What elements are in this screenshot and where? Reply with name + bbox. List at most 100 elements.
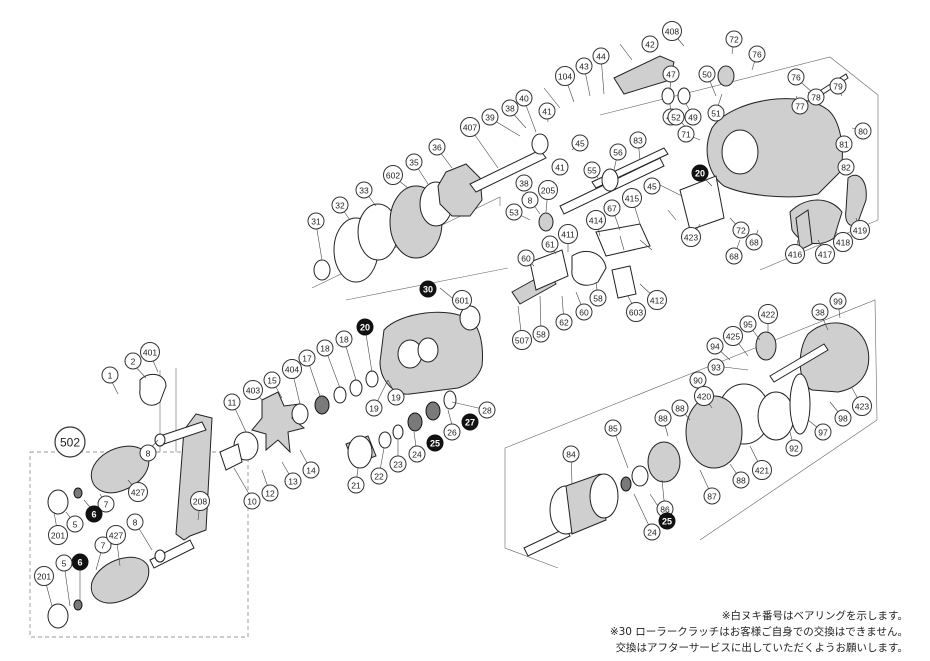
part-callout-68: 68 — [745, 233, 763, 251]
part-callout-98: 98 — [834, 409, 852, 427]
part-callout-45: 45 — [643, 177, 661, 195]
callout-number: 76 — [791, 73, 801, 83]
callout-number: 98 — [838, 414, 848, 424]
callout-circle — [34, 566, 54, 586]
callout-circle — [190, 491, 210, 511]
callout-circle — [106, 525, 126, 545]
callout-circle — [261, 484, 279, 502]
callout-number: 30 — [423, 285, 433, 295]
callout-circle — [54, 426, 86, 458]
callout-number: 87 — [707, 492, 717, 502]
callout-circle — [604, 419, 622, 437]
part-callout-403: 403 — [243, 380, 263, 400]
callout-circle — [389, 455, 407, 473]
part-callout-88: 88 — [654, 409, 672, 427]
part-callout-20: 20 — [356, 318, 374, 336]
callout-number: 408 — [665, 27, 679, 37]
callout-circle — [505, 203, 523, 221]
callout-circle — [641, 35, 659, 53]
callout-number: 40 — [519, 94, 529, 104]
callout-circle — [854, 122, 872, 140]
callout-number: 72 — [736, 226, 746, 236]
callout-circle — [703, 487, 721, 505]
callout-circle — [681, 227, 701, 247]
callout-circle — [461, 413, 479, 431]
callout-number: 84 — [566, 450, 576, 460]
callout-circle — [752, 460, 772, 480]
callout-number: 24 — [412, 450, 422, 460]
callout-circle — [647, 290, 667, 310]
clutch-yoke — [529, 249, 569, 291]
callout-number: 79 — [833, 82, 843, 92]
part-callout-43: 43 — [575, 57, 593, 75]
part-callout-40: 40 — [515, 89, 533, 107]
callout-number: 94 — [710, 342, 720, 352]
callout-number: 36 — [432, 143, 442, 153]
callout-circle — [302, 461, 320, 479]
knob-bearing-upper — [73, 487, 83, 499]
callout-number: 8 — [133, 518, 138, 528]
callout-number: 38 — [505, 104, 515, 114]
part-callout-19: 19 — [387, 388, 405, 406]
part-callout-427: 427 — [106, 525, 126, 545]
callout-number: 19 — [369, 404, 379, 414]
callout-circle — [85, 505, 103, 523]
part-callout-41: 41 — [538, 102, 556, 120]
callout-number: 92 — [789, 444, 799, 454]
callout-circle — [538, 180, 558, 200]
knob-cap-lower — [47, 603, 69, 629]
callout-number: 412 — [650, 296, 664, 306]
callout-circle — [834, 409, 852, 427]
part-callout-24: 24 — [408, 445, 426, 463]
part-callout-51: 51 — [707, 104, 725, 122]
callout-circle — [481, 108, 499, 126]
callout-number: 58 — [536, 330, 546, 340]
callout-circle — [298, 349, 316, 367]
side-plate — [799, 322, 870, 393]
callout-number: 99 — [833, 297, 843, 307]
frame-boss-2 — [417, 337, 439, 363]
part-callout-7: 7 — [97, 495, 115, 513]
part-callout-407: 407 — [460, 117, 480, 137]
part-callout-24: 24 — [643, 523, 661, 541]
callout-number: 6 — [91, 510, 96, 520]
callout-number: 68 — [749, 238, 759, 248]
part-callout-76: 76 — [748, 45, 766, 63]
part-callout-26: 26 — [443, 423, 461, 441]
callout-number: 421 — [755, 466, 769, 476]
callout-circle — [829, 77, 847, 95]
bush-washer-1 — [378, 431, 392, 449]
callout-number: 49 — [688, 113, 698, 123]
callout-number: 422 — [761, 310, 775, 320]
clicker-gear — [437, 163, 483, 217]
callout-number: 60 — [579, 308, 589, 318]
part-callout-21: 21 — [347, 476, 365, 494]
callout-circle — [331, 196, 349, 214]
part-callout-14: 14 — [302, 461, 320, 479]
callout-circle — [589, 289, 607, 307]
part-callout-38: 38 — [811, 303, 829, 321]
callout-number: 20 — [360, 323, 370, 333]
callout-number: 62 — [559, 318, 569, 328]
brake-housing — [685, 395, 743, 469]
callout-circle — [94, 536, 112, 554]
callout-circle — [785, 244, 805, 264]
part-callout-61: 61 — [541, 235, 559, 253]
callout-circle — [814, 423, 832, 441]
note-bearing-legend: ※白ヌキ番号はベアリングを示します。 — [721, 610, 908, 622]
clutch-lever — [611, 265, 637, 299]
callout-number: 502 — [60, 436, 80, 450]
callout-number: 53 — [509, 208, 519, 218]
callout-circle — [139, 444, 157, 462]
drag-spring — [291, 403, 309, 425]
part-callout-72: 72 — [725, 30, 743, 48]
callout-number: 104 — [558, 72, 572, 82]
callout-circle — [356, 318, 374, 336]
part-callout-11: 11 — [223, 393, 241, 411]
part-callout-401: 401 — [140, 342, 160, 362]
part-callout-5: 5 — [55, 554, 73, 572]
callout-number: 88 — [736, 476, 746, 486]
drag-washer-2 — [349, 379, 363, 397]
part-callout-41: 41 — [551, 158, 569, 176]
part-callout-12: 12 — [261, 484, 279, 502]
